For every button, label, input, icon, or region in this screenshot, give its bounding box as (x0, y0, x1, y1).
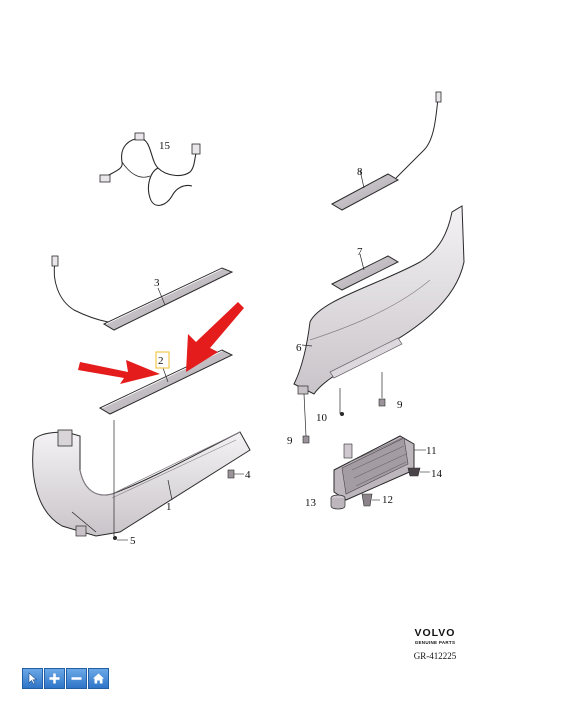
callout-1[interactable]: 1 (166, 501, 172, 513)
clip-part-4 (227, 469, 244, 479)
clip-part-12 (361, 493, 380, 507)
sill-strip-part-3 (51, 255, 234, 331)
callout-8[interactable]: 8 (357, 166, 363, 178)
clip-part-9-upper (378, 398, 386, 407)
callout-12[interactable]: 12 (382, 494, 393, 506)
callout-5[interactable]: 5 (130, 535, 136, 547)
trim-panel-part-6 (293, 205, 465, 395)
zoom-out-button[interactable] (66, 668, 87, 689)
home-button[interactable] (88, 668, 109, 689)
diagram-id: GR-412225 (413, 651, 457, 661)
brand-subtitle: GENUINE PARTS (414, 640, 456, 645)
callout-11[interactable]: 11 (426, 445, 437, 457)
sill-plate-part-1 (32, 429, 251, 537)
brand-logo: VOLVO GENUINE PARTS (395, 628, 475, 646)
clip-part-14 (407, 467, 430, 477)
minus-icon (71, 677, 82, 680)
select-tool-button[interactable] (22, 668, 43, 689)
callout-13[interactable]: 13 (305, 497, 317, 509)
clip-part-9-lower (302, 435, 310, 444)
zoom-in-button[interactable] (44, 668, 65, 689)
callout-7[interactable]: 7 (357, 246, 363, 258)
plug-part-13 (330, 494, 346, 510)
plus-icon (49, 673, 60, 684)
callout-9-upper[interactable]: 9 (397, 399, 403, 411)
callout-4[interactable]: 4 (245, 469, 251, 481)
cursor-icon (28, 672, 38, 685)
home-icon (93, 673, 104, 684)
callout-2[interactable]: 2 (158, 355, 164, 367)
callout-6[interactable]: 6 (296, 342, 302, 354)
callout-15[interactable]: 15 (159, 140, 171, 152)
sill-strip-part-2 (98, 349, 234, 415)
screw-part-5 (113, 536, 128, 541)
red-arrow-left (78, 360, 160, 384)
callout-2-highlight (155, 351, 170, 369)
brand-name: VOLVO (414, 627, 456, 639)
sill-strip-part-7 (330, 253, 400, 291)
cable-harness-part-15 (99, 132, 201, 206)
callout-9-lower[interactable]: 9 (287, 435, 293, 447)
bracket-part-11 (333, 435, 426, 501)
zoom-toolbar (22, 668, 109, 690)
callout-3[interactable]: 3 (154, 277, 160, 289)
red-arrow-right (186, 302, 244, 372)
callout-10[interactable]: 10 (316, 412, 328, 424)
sill-strip-part-8 (330, 91, 442, 211)
callout-14[interactable]: 14 (431, 468, 443, 480)
